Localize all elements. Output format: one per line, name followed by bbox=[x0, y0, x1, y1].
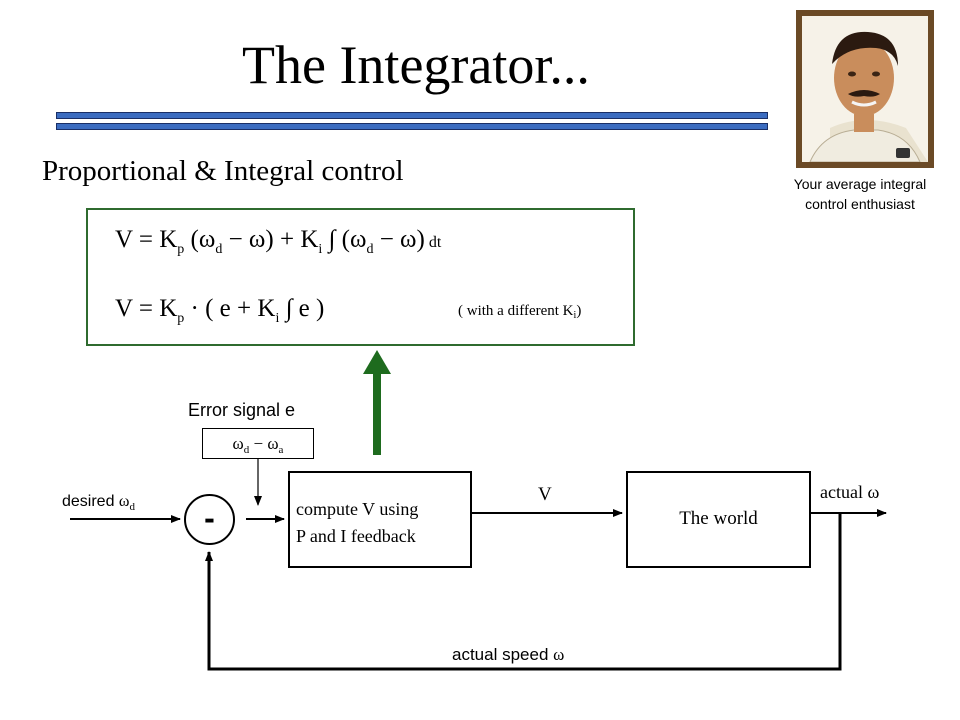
page-title: The Integrator... bbox=[242, 35, 590, 95]
error-signal-label: Error signal e bbox=[188, 400, 296, 420]
summing-junction: - bbox=[184, 494, 235, 545]
photo-caption-line1: Your average integral bbox=[793, 176, 927, 192]
feedback-path bbox=[205, 513, 842, 671]
equation-box bbox=[86, 208, 635, 346]
pi-equation-2: V = Kp · ( e + Ki ∫ e ) bbox=[115, 295, 325, 326]
green-arrow-head bbox=[363, 350, 391, 374]
portrait-illustration bbox=[802, 16, 928, 162]
photo-caption-line2: control enthusiast bbox=[805, 196, 915, 212]
controller-label-line1: compute V using bbox=[296, 499, 419, 519]
error-expression-box: ωd − ωa bbox=[202, 428, 314, 459]
controller-block bbox=[288, 471, 472, 568]
controller-label-line2: P and I feedback bbox=[296, 526, 416, 546]
pi-equation-1: V = Kp (ωd − ω) + Ki ∫ (ωd − ω) dt bbox=[115, 226, 442, 257]
controller-label: compute V using P and I feedback bbox=[296, 496, 418, 550]
desired-signal-label: desired ωd bbox=[62, 493, 135, 513]
ki-note: ( with a different Ki) bbox=[458, 303, 582, 321]
actual-speed-label: actual speed ω bbox=[452, 645, 565, 664]
enthusiast-photo bbox=[796, 10, 934, 168]
actual-output-label: actual ω bbox=[820, 482, 880, 502]
photo-caption: Your average integral control enthusiast bbox=[762, 174, 958, 214]
v-signal-label: V bbox=[538, 484, 552, 505]
title-rule-bottom bbox=[56, 123, 768, 130]
world-label: The world bbox=[679, 508, 758, 529]
title-rule-top bbox=[56, 112, 768, 119]
subtitle: Proportional & Integral control bbox=[42, 155, 404, 187]
world-block bbox=[626, 471, 811, 568]
